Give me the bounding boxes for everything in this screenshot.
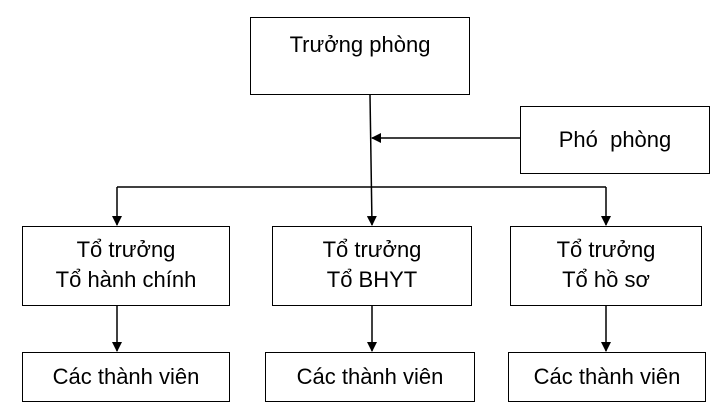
team-leader-node-1: Tổ trưởng Tổ hành chính bbox=[22, 226, 230, 306]
team-name-label-1: Tổ hành chính bbox=[55, 267, 197, 292]
members-node-3: Các thành viên bbox=[508, 352, 706, 402]
head-node: Trưởng phòng bbox=[250, 17, 470, 95]
deputy-label: Phó phòng bbox=[558, 127, 672, 152]
members-node-2: Các thành viên bbox=[265, 352, 475, 402]
team-leader-node-3: Tổ trưởng Tổ hồ sơ bbox=[510, 226, 702, 306]
team-name-label-2: Tổ BHYT bbox=[326, 267, 418, 292]
team-leader-label-3: Tổ trưởng bbox=[556, 237, 656, 262]
team-leader-label-2: Tổ trưởng bbox=[322, 237, 422, 262]
members-label-3: Các thành viên bbox=[533, 364, 681, 389]
members-node-1: Các thành viên bbox=[22, 352, 230, 402]
team-name-label-3: Tổ hồ sơ bbox=[562, 267, 650, 292]
members-label-2: Các thành viên bbox=[296, 364, 444, 389]
trunk-line bbox=[366, 94, 377, 226]
members-label-1: Các thành viên bbox=[52, 364, 200, 389]
head-label: Trưởng phòng bbox=[289, 32, 431, 57]
team-leader-label-1: Tổ trưởng bbox=[76, 237, 176, 262]
deputy-node: Phó phòng bbox=[520, 106, 710, 174]
team-leader-node-2: Tổ trưởng Tổ BHYT bbox=[272, 226, 472, 306]
